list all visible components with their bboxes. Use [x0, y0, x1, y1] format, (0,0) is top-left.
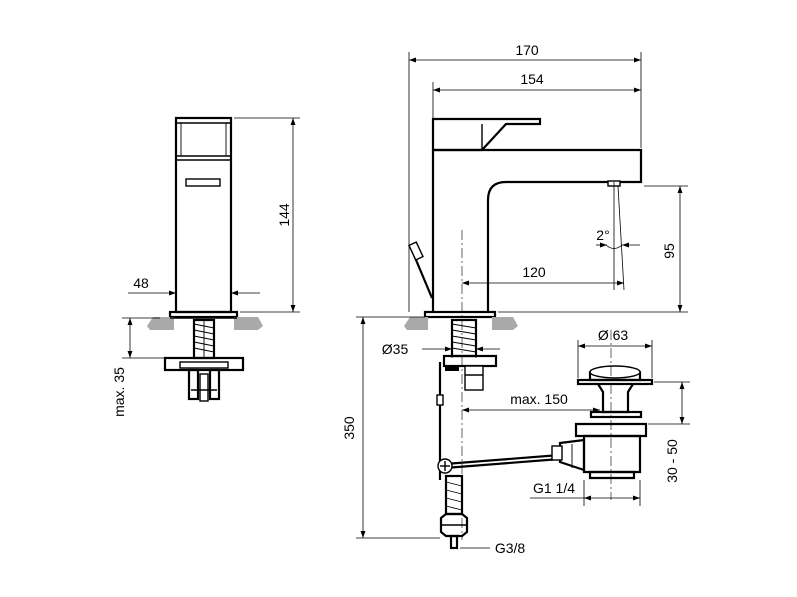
- hose-b: [208, 368, 221, 401]
- front-view: [356, 52, 690, 550]
- label-g3-8: G3/8: [495, 540, 526, 556]
- side-base-plate: [168, 310, 239, 319]
- fixing-plate: [163, 356, 245, 372]
- waste-flange: [576, 378, 654, 386]
- waste-nut-bottom: [588, 470, 636, 480]
- waste-linkage-nut: [551, 445, 563, 461]
- side-body: [174, 116, 233, 314]
- label-diameter-35: Ø35: [382, 341, 409, 357]
- label-2-degree: 2°: [596, 227, 609, 243]
- supply-tail: [449, 534, 459, 550]
- hose-a: [187, 368, 200, 401]
- popup-knob: [408, 241, 424, 261]
- lever-handle: [431, 117, 542, 152]
- front-base-plate: [423, 310, 497, 319]
- aerator: [185, 178, 221, 187]
- waste-body: [582, 434, 642, 474]
- waste-body-top: [574, 422, 648, 438]
- waste-neck: [597, 383, 634, 414]
- ground-left: [147, 317, 174, 330]
- label-170: 170: [515, 42, 539, 58]
- waste-trap: [551, 365, 654, 480]
- label-144: 144: [276, 203, 292, 227]
- label-max-150: max. 150: [510, 391, 568, 407]
- label-95: 95: [661, 243, 677, 259]
- spout-body: [431, 148, 643, 312]
- waste-nut-top: [589, 410, 643, 419]
- label-g1-1-4: G1 1/4: [533, 480, 575, 496]
- label-max-35: max. 35: [111, 367, 127, 417]
- front-hose-connector: [464, 365, 484, 391]
- ground-right: [234, 317, 263, 330]
- label-30-50: 30 - 50: [664, 439, 680, 483]
- ground-front-right: [492, 317, 518, 330]
- label-120: 120: [522, 264, 546, 280]
- label-350: 350: [341, 416, 357, 440]
- linkage-horizontal: [444, 453, 561, 466]
- side-view: [122, 116, 300, 402]
- label-48: 48: [133, 275, 149, 291]
- linkage-clip: [436, 394, 444, 406]
- label-diameter-63: Ø 63: [598, 327, 629, 343]
- ground-front-left: [404, 317, 428, 330]
- label-154: 154: [520, 71, 544, 87]
